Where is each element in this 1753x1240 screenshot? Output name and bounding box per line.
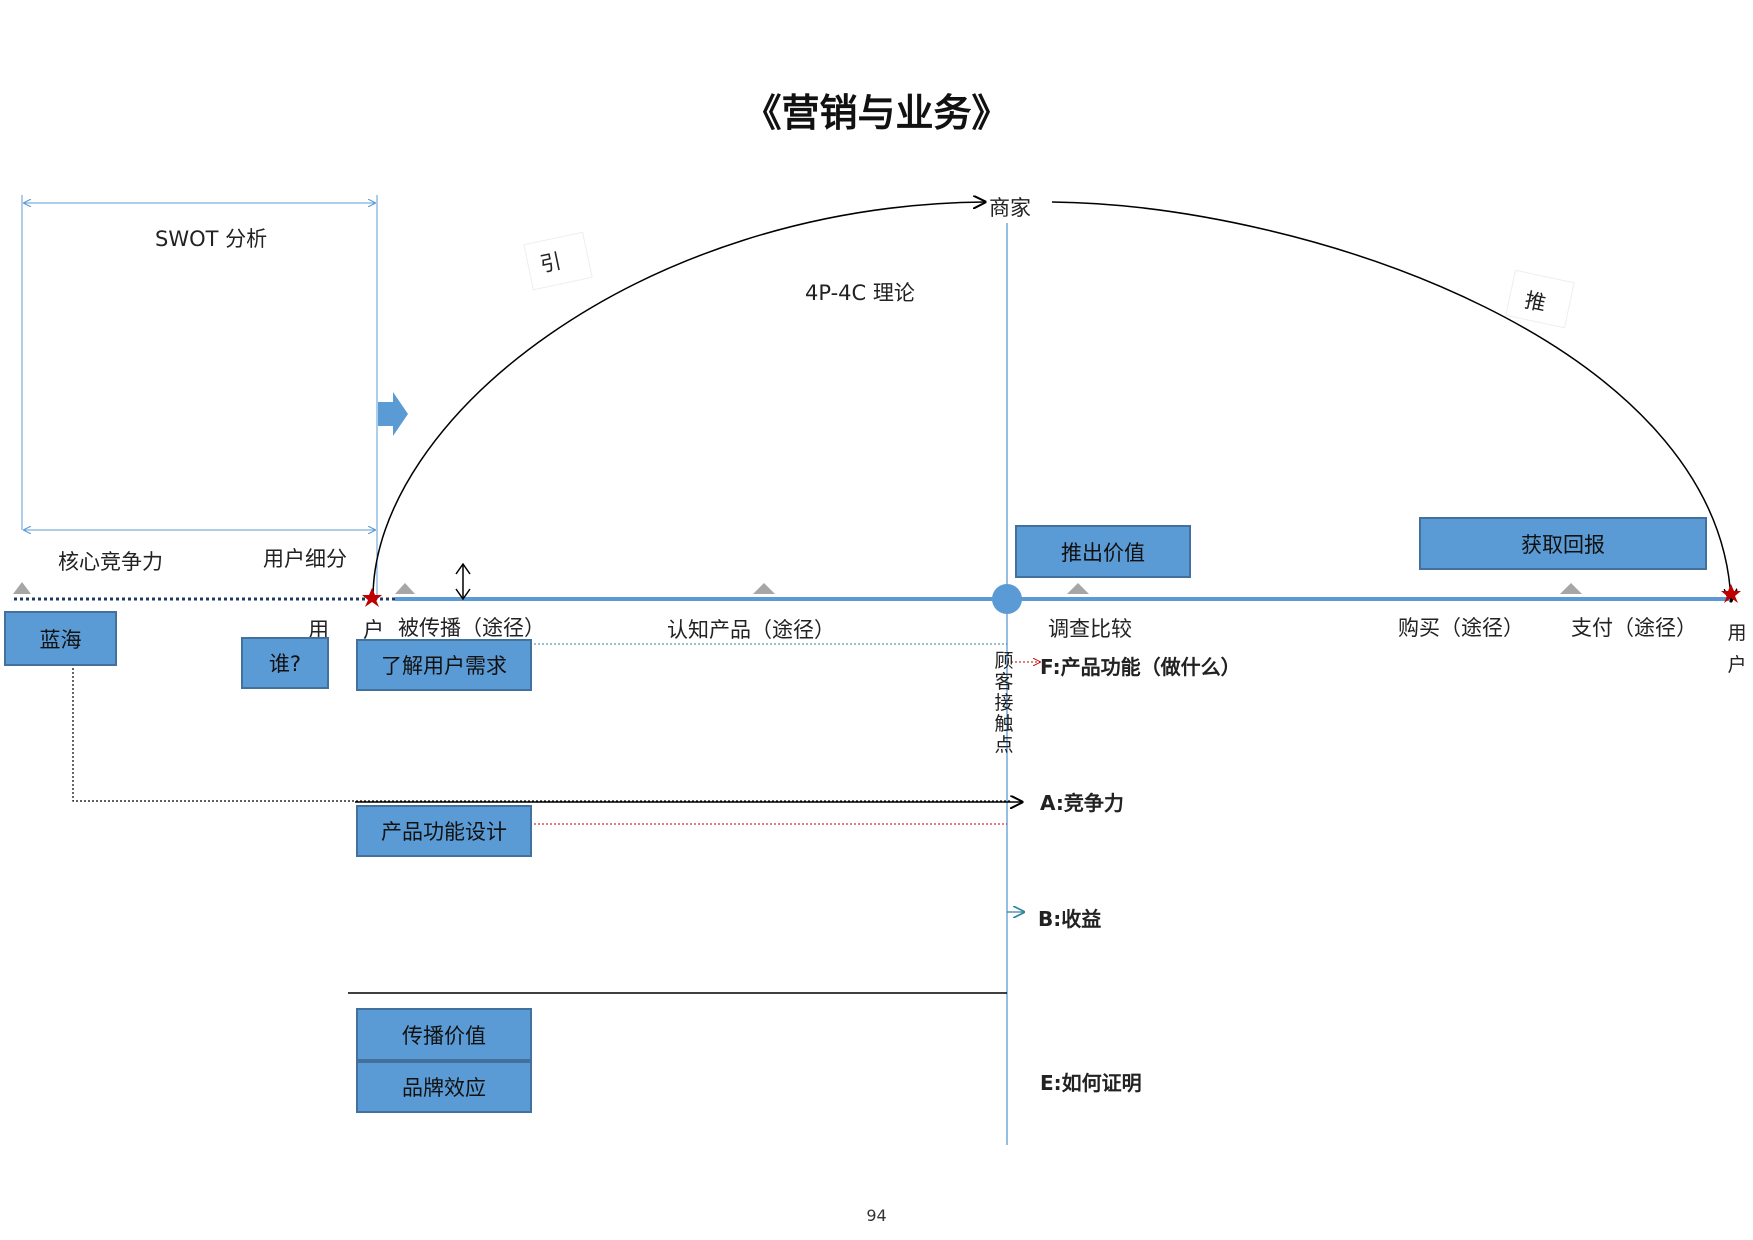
user-segment-label: 用户细分	[263, 547, 347, 571]
fab-e-label: E:如何证明	[1040, 1071, 1142, 1095]
merchant-label: 商家	[989, 196, 1031, 220]
connector-blue-ocean	[72, 668, 1012, 802]
right-block-arrow-icon	[378, 392, 408, 436]
pay-label: 支付（途径）	[1571, 616, 1697, 640]
merchant-arc-left	[372, 202, 985, 599]
end-star-icon	[1721, 584, 1741, 603]
user-start-label-a: 用	[308, 618, 329, 642]
compare-label: 调查比较	[1048, 617, 1132, 641]
swot-label: SWOT 分析	[155, 227, 268, 251]
theory-label: 4P-4C 理论	[805, 281, 915, 305]
brand-effect-box: 品牌效应	[356, 1061, 532, 1113]
who-box: 谁?	[241, 637, 329, 689]
understand-needs-box: 了解用户需求	[356, 639, 532, 691]
swot-bracket	[21, 195, 378, 600]
get-reward-box: 获取回报	[1419, 517, 1707, 570]
customer-touchpoint-label: 顾客接触点	[994, 650, 1014, 756]
double-arrow-icon	[455, 562, 471, 601]
user-end-label: 用户	[1727, 622, 1747, 676]
product-design-box: 产品功能设计	[356, 805, 532, 857]
spread-label: 被传播（途径）	[398, 616, 545, 640]
timeline-triangles	[13, 582, 1582, 594]
merchant-arc-right	[1051, 201, 1731, 601]
user-start-label-b: 户	[363, 618, 384, 642]
fab-f-label: F:产品功能（做什么）	[1040, 655, 1241, 679]
core-competence-label: 核心竞争力	[58, 550, 163, 574]
fab-a-label: A:竞争力	[1040, 791, 1124, 815]
page-number: 94	[866, 1206, 887, 1225]
page-title: 《营销与业务》	[743, 91, 1010, 135]
merchant-node	[992, 584, 1022, 614]
buy-label: 购买（途径）	[1398, 616, 1524, 640]
recognize-label: 认知产品（途径）	[667, 618, 835, 642]
launch-value-box: 推出价值	[1015, 525, 1191, 578]
start-star-icon	[362, 588, 382, 607]
fab-b-label: B:收益	[1038, 907, 1102, 931]
blue-ocean-box: 蓝海	[4, 611, 117, 666]
spread-value-box: 传播价值	[356, 1008, 532, 1061]
